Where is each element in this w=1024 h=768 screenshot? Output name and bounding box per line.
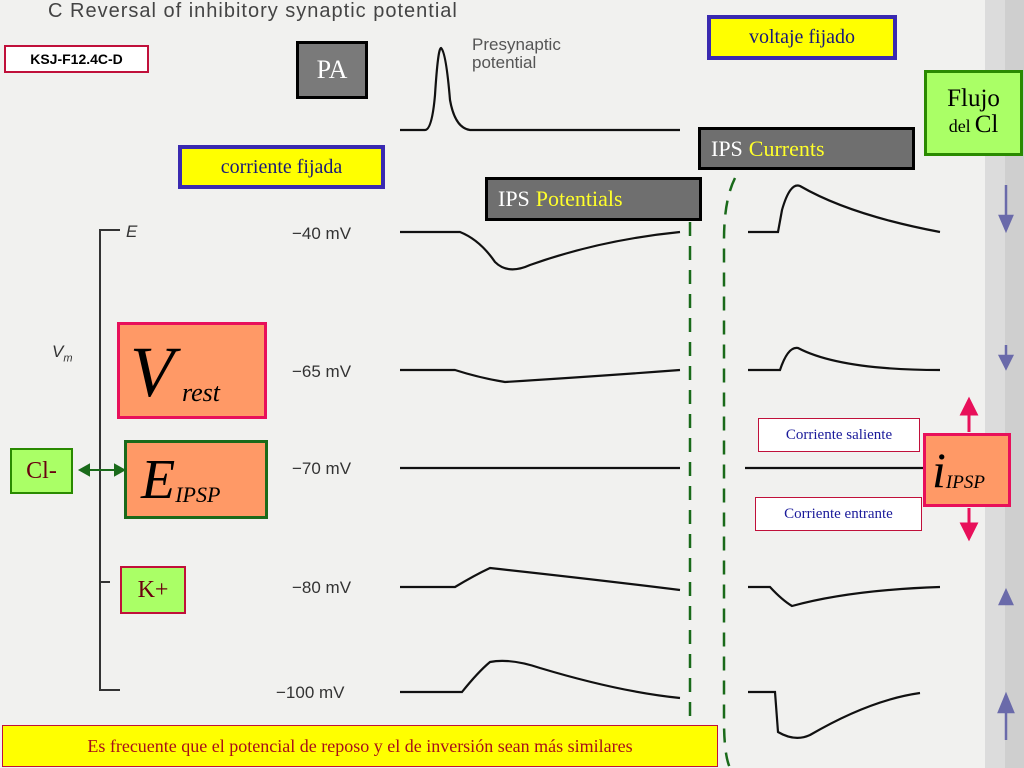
bottom-note: Es frecuente que el potencial de reposo … (2, 725, 718, 767)
figure-tag: KSJ-F12.4C-D (4, 45, 149, 73)
voltage-label-minus80: −80 mV (292, 578, 352, 597)
ipsp-trace-minus100 (400, 659, 681, 700)
k-plus-label: K+ (120, 566, 186, 614)
ipsc-trace-minus100 (748, 690, 921, 739)
ipsp-trace-minus65 (400, 368, 681, 384)
ipsc-trace-minus80 (748, 585, 941, 608)
flujo-cl-label: Flujo del Cl (924, 70, 1023, 156)
presynaptic-label: Presynaptic potential (472, 35, 561, 72)
ipsc-trace-minus40 (748, 184, 941, 234)
dashed-separator-right (722, 177, 737, 768)
corriente-entrante-label: Corriente entrante (755, 497, 922, 531)
cl-minus-label: Cl- (10, 448, 73, 494)
voltage-label-minus100: −100 mV (276, 683, 345, 702)
voltaje-fijado-label: voltaje fijado (707, 15, 897, 60)
axis-vm-label: Vm (52, 342, 73, 365)
figure-heading: C Reversal of inhibitory synaptic potent… (48, 0, 458, 22)
chloride-flow-arrows (997, 185, 1015, 740)
corriente-saliente-label: Corriente saliente (758, 418, 920, 452)
current-direction-arrow (959, 396, 979, 542)
presynaptic-trace (400, 46, 680, 132)
vm-axis (99, 229, 120, 691)
pa-label: PA (296, 41, 368, 99)
ipsp-trace-minus40 (400, 230, 681, 271)
cl-to-eipsp-arrow (77, 463, 127, 477)
ipsc-trace-minus65 (748, 346, 941, 372)
voltage-label-minus65: −65 mV (292, 362, 352, 381)
axis-e-label: E (126, 222, 138, 241)
voltage-label-minus70: −70 mV (292, 459, 352, 478)
corriente-fijada-label: corriente fijada (178, 145, 385, 189)
ipsp-trace-minus80 (400, 566, 681, 592)
voltage-label-minus40: −40 mV (292, 224, 352, 243)
